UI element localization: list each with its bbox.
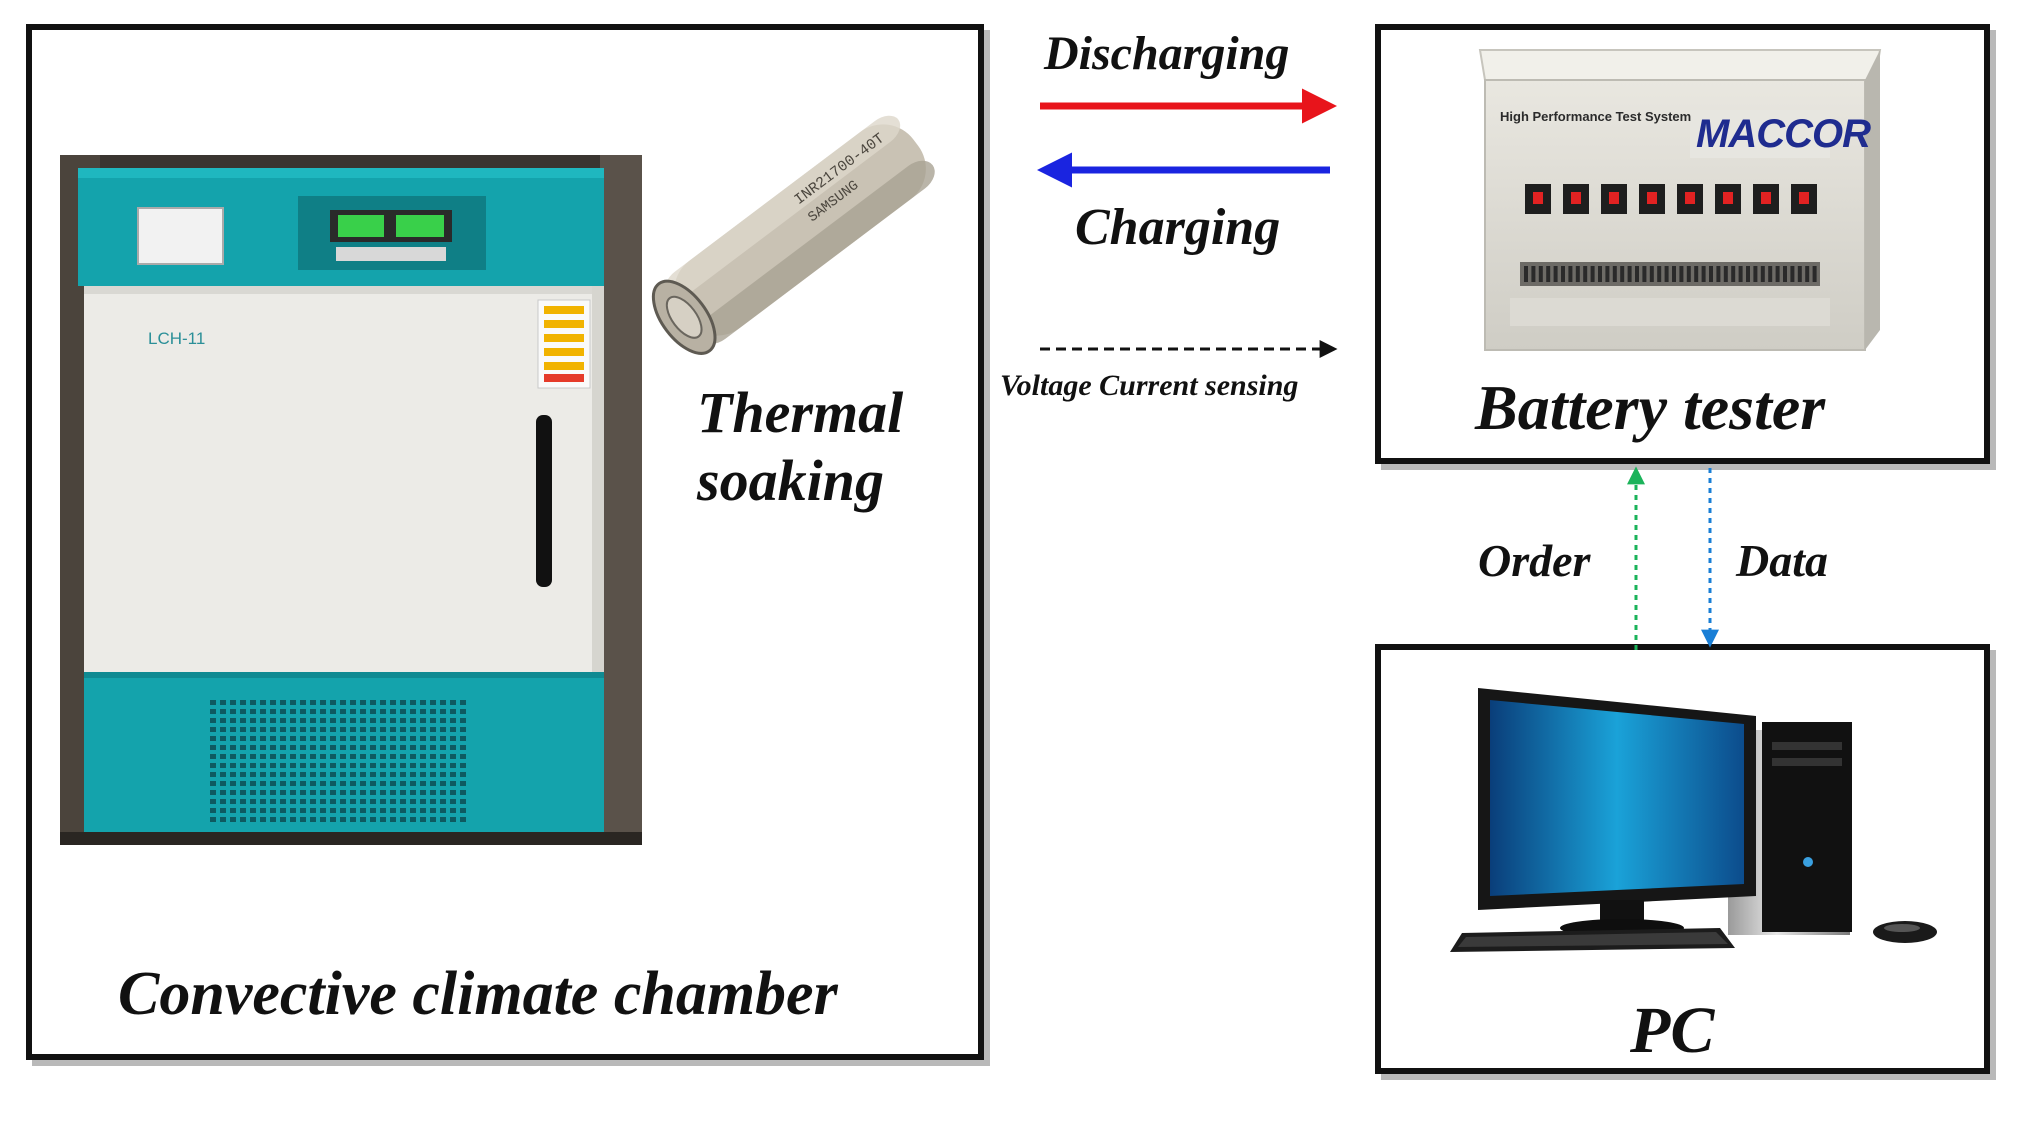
data-label: Data xyxy=(1736,535,1828,586)
thermal-soaking-label-line1: Thermal xyxy=(697,380,904,445)
charging-label: Charging xyxy=(1075,199,1281,256)
thermal-soaking-label-line2: soaking xyxy=(697,448,884,513)
sensing-label: Voltage Current sensing xyxy=(1000,369,1299,402)
pc-label: PC xyxy=(1630,994,1715,1067)
battery-tester-label: Battery tester xyxy=(1475,372,1826,443)
tester-panel-text: High Performance Test System xyxy=(1500,109,1692,124)
chamber-model-badge: LCH-11 xyxy=(148,329,206,348)
chamber-label: Convective climate chamber xyxy=(118,960,838,1028)
discharging-label: Discharging xyxy=(1044,27,1290,80)
tester-brand-logo: MACCOR xyxy=(1696,112,1871,156)
order-label: Order xyxy=(1478,535,1591,586)
